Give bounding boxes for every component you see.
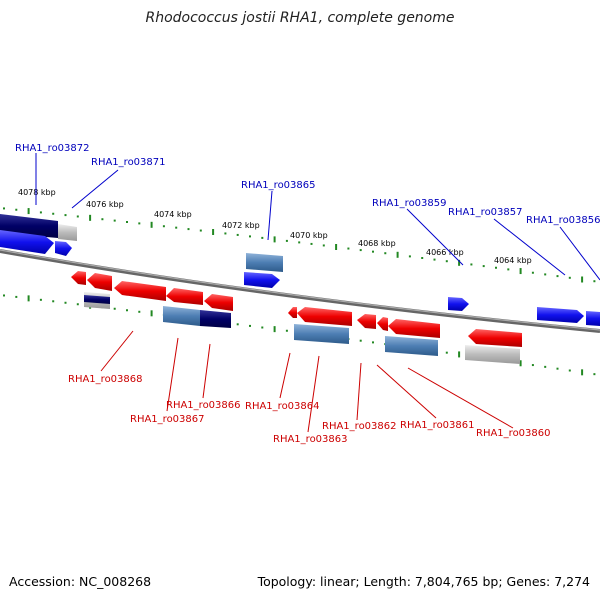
gene-label: RHA1_ro03868 xyxy=(68,374,143,385)
gene-label: RHA1_ro03867 xyxy=(130,414,205,425)
top-gene-labels: RHA1_ro03872 RHA1_ro03871 RHA1_ro03865 R… xyxy=(15,143,600,226)
gene-arrow xyxy=(204,294,233,311)
scale-labels: 4078 kbp 4076 kbp 4074 kbp 4072 kbp 4070… xyxy=(18,188,532,265)
gene-arrow xyxy=(586,311,600,326)
gene-arrow xyxy=(388,319,440,338)
gene-arrow xyxy=(114,281,166,301)
gene-arrow xyxy=(0,230,54,254)
gene-arrow xyxy=(166,288,203,305)
genome-stats-text: Topology: linear; Length: 7,804,765 bp; … xyxy=(257,574,590,589)
gene-arrow xyxy=(200,310,231,328)
gene-label: RHA1_ro03864 xyxy=(245,401,320,412)
gene-label: RHA1_ro03856 xyxy=(526,215,600,226)
gene-arrow xyxy=(357,314,376,329)
kbp-label: 4072 kbp xyxy=(222,221,260,230)
gene-arrow xyxy=(71,271,86,285)
gene-arrow xyxy=(55,241,72,256)
top-callouts xyxy=(35,153,600,281)
top-strand-genes xyxy=(0,214,600,326)
bottom-strand-genes xyxy=(71,271,522,364)
gene-label: RHA1_ro03865 xyxy=(241,180,316,191)
gene-arrow xyxy=(377,317,388,331)
kbp-label: 4076 kbp xyxy=(86,200,124,209)
gene-label: RHA1_ro03857 xyxy=(448,207,523,218)
gene-arrow xyxy=(84,295,110,304)
kbp-label: 4070 kbp xyxy=(290,231,328,240)
gene-arrow xyxy=(465,345,520,364)
gene-arrow xyxy=(297,307,352,326)
genome-backbone xyxy=(0,249,600,333)
gene-label: RHA1_ro03860 xyxy=(476,428,551,439)
gene-arrow xyxy=(385,336,438,356)
gene-arrow xyxy=(294,324,349,344)
gene-arrow xyxy=(468,329,522,347)
gene-arrow xyxy=(448,297,469,311)
gene-label: RHA1_ro03866 xyxy=(166,400,241,411)
bottom-gene-labels: RHA1_ro03868 RHA1_ro03867 RHA1_ro03866 R… xyxy=(68,374,551,445)
gene-label: RHA1_ro03872 xyxy=(15,143,90,154)
gene-arrow xyxy=(244,272,280,288)
kbp-label: 4066 kbp xyxy=(426,248,464,257)
gene-label: RHA1_ro03861 xyxy=(400,420,475,431)
kbp-label: 4064 kbp xyxy=(494,256,532,265)
gene-label: RHA1_ro03862 xyxy=(322,421,397,432)
gene-arrow xyxy=(246,253,283,272)
gene-arrow xyxy=(87,273,112,291)
kbp-label: 4074 kbp xyxy=(154,210,192,219)
bottom-callouts xyxy=(100,330,514,433)
accession-text: Accession: NC_008268 xyxy=(9,574,152,589)
gene-label: RHA1_ro03871 xyxy=(91,157,166,168)
gene-arrow xyxy=(537,307,584,323)
scale-ticks-top xyxy=(3,207,596,283)
kbp-label: 4078 kbp xyxy=(18,188,56,197)
kbp-label: 4068 kbp xyxy=(358,239,396,248)
gene-arrow xyxy=(163,306,200,326)
gene-label: RHA1_ro03859 xyxy=(372,198,447,209)
gene-label: RHA1_ro03863 xyxy=(273,434,348,445)
gene-arrow xyxy=(58,224,77,241)
gene-arrow xyxy=(288,307,297,318)
map-title: Rhodococcus jostii RHA1, complete genome xyxy=(145,10,455,26)
